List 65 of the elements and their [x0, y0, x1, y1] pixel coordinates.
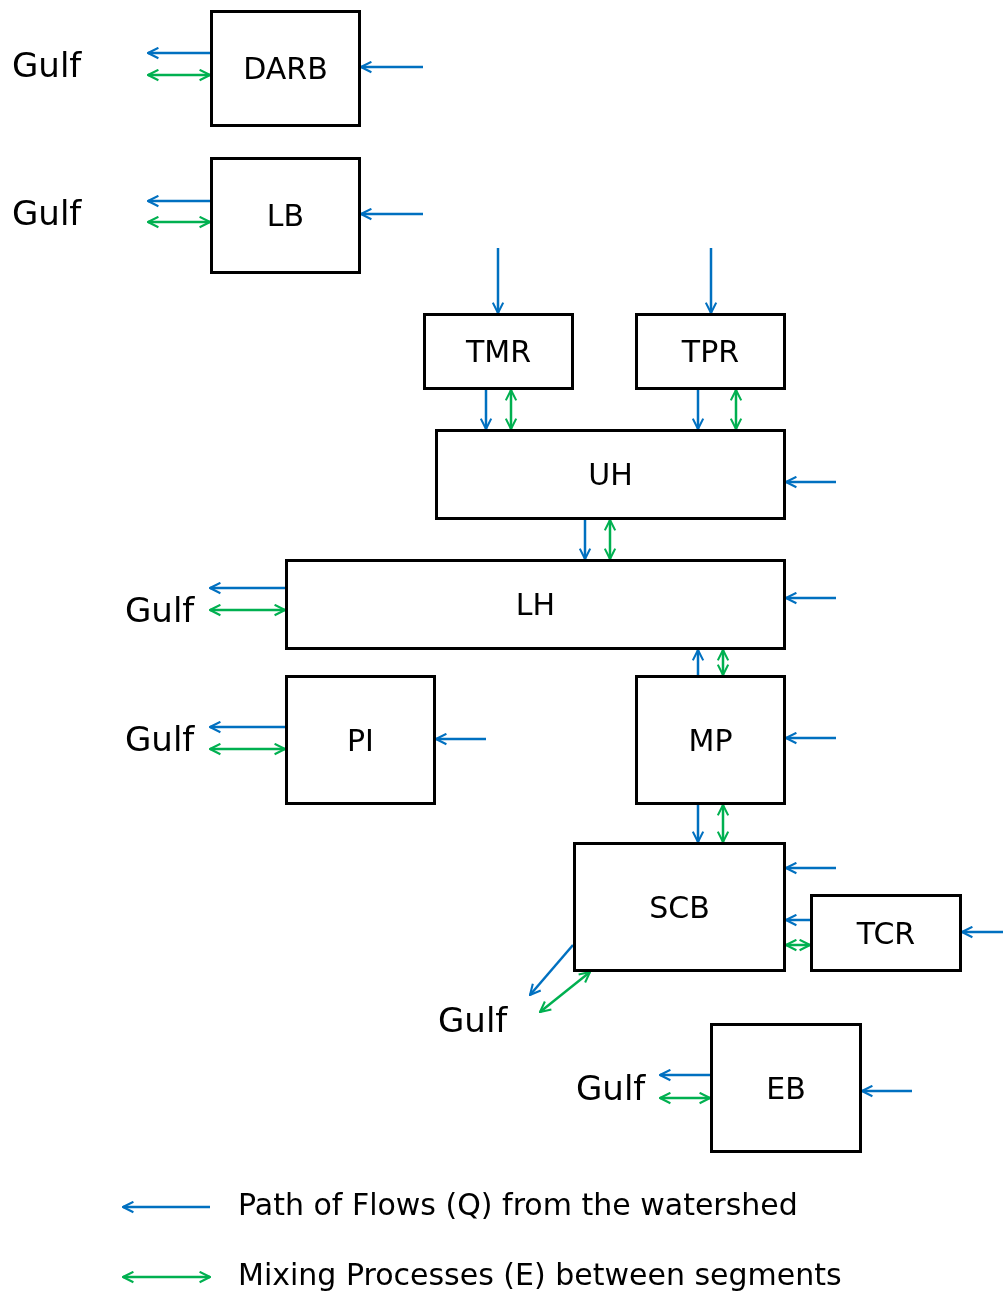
arrow — [729, 388, 743, 431]
arrow — [146, 194, 210, 208]
segment-box — [285, 559, 786, 650]
arrow — [146, 68, 212, 82]
segment-box — [285, 675, 436, 805]
arrow — [784, 861, 836, 875]
segment-label: UH — [588, 457, 633, 492]
segment-box — [210, 157, 361, 274]
segment-label: LB — [266, 198, 305, 233]
arrow — [716, 648, 730, 677]
arrow — [146, 46, 210, 60]
arrow — [359, 207, 423, 221]
text-label: Gulf — [12, 188, 148, 238]
segment-box — [423, 313, 574, 390]
text-label: Gulf — [438, 995, 540, 1045]
segment-box — [635, 675, 786, 805]
arrow — [538, 970, 592, 1014]
arrow — [528, 944, 574, 997]
segment-label: MP — [688, 722, 733, 758]
segment-label: TPR — [681, 334, 740, 369]
arrow — [691, 390, 705, 431]
arrow — [491, 248, 505, 315]
arrow — [208, 581, 285, 595]
text-label: Gulf — [125, 714, 210, 764]
arrow — [784, 913, 810, 927]
text-label: Gulf — [576, 1063, 660, 1113]
segment-label: SCB — [649, 889, 710, 925]
arrow — [784, 938, 812, 952]
arrow — [504, 388, 518, 431]
segment-box — [210, 10, 361, 127]
segment-label: TCR — [856, 915, 916, 951]
segment-label: DARB — [243, 51, 328, 86]
arrow — [208, 603, 287, 617]
segment-box — [810, 894, 962, 972]
segment-label: EB — [766, 1070, 806, 1106]
segment-label: LH — [515, 587, 556, 622]
segment-box — [435, 429, 786, 520]
arrow — [479, 390, 493, 431]
arrow — [434, 732, 486, 746]
arrow — [784, 591, 836, 605]
arrow — [716, 803, 730, 844]
arrow — [603, 518, 617, 561]
text-label: Gulf — [125, 585, 210, 635]
segment-box — [710, 1023, 862, 1153]
arrow — [691, 805, 705, 844]
arrow — [578, 520, 592, 561]
arrow — [691, 648, 705, 675]
text-label: Gulf — [12, 40, 148, 90]
arrow — [146, 215, 212, 229]
arrow — [208, 720, 285, 734]
arrow — [784, 475, 836, 489]
segment-label: TMR — [465, 334, 532, 369]
arrow — [960, 925, 1003, 939]
arrow — [208, 742, 287, 756]
segment-label: PI — [347, 722, 374, 758]
arrow — [658, 1068, 710, 1082]
segment-box — [635, 313, 786, 390]
legend-text: Mixing Processes (E) between segments — [238, 1257, 842, 1292]
arrow — [658, 1091, 712, 1105]
arrow — [860, 1084, 912, 1098]
legend-text: Path of Flows (Q) from the watershed — [238, 1187, 798, 1222]
arrow — [704, 248, 718, 315]
arrow — [784, 731, 836, 745]
segment-box — [573, 842, 786, 972]
arrow — [359, 60, 423, 74]
